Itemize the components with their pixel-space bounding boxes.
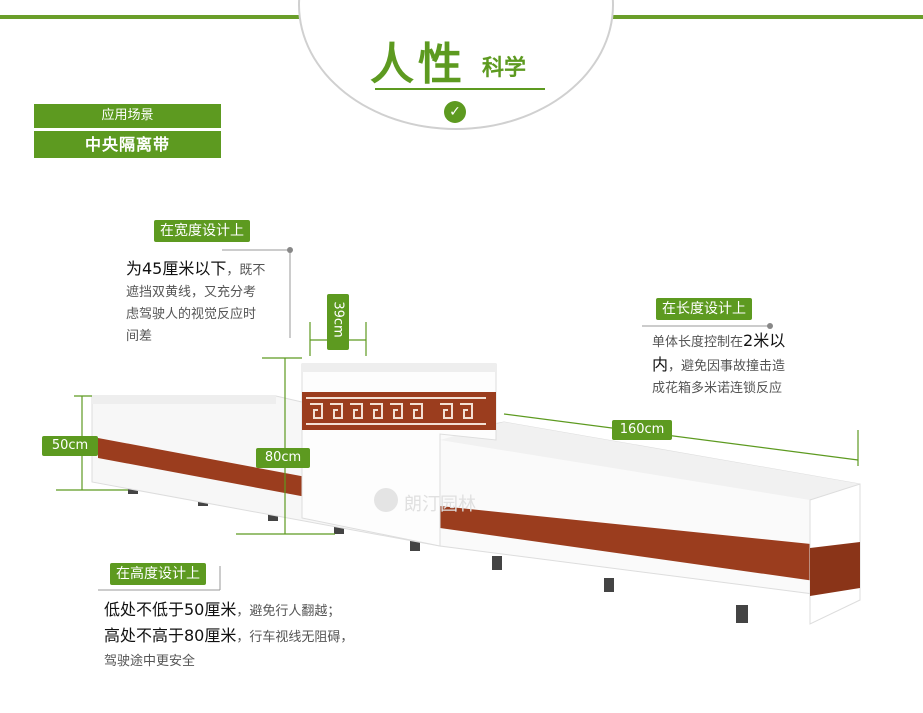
height-design-line3: 驾驶途中更安全 xyxy=(104,654,196,669)
height-design-line1-rest: ，避免行人翻越； xyxy=(236,604,341,619)
scene-value: 中央隔离带 xyxy=(34,131,221,158)
height-design-description: 低处不低于50厘米，避免行人翻越； 高处不高于80厘米，行车视线无阻碍， 驾驶途… xyxy=(104,598,404,674)
dimension-high-height: 80cm xyxy=(256,448,310,468)
dimension-width-label: 39cm xyxy=(330,301,346,338)
length-design-line1-a: 单体长度控制在 xyxy=(652,335,744,350)
width-design-tag: 在宽度设计上 xyxy=(154,220,250,242)
scene-label: 应用场景 xyxy=(34,104,221,128)
width-design-line2: 遮挡双黄线，又充分考 xyxy=(126,285,257,300)
height-design-line1-em: 低处不低于50厘米 xyxy=(104,600,237,619)
length-design-description: 单体长度控制在2米以 内，避免因事故撞击造 成花箱多米诺连锁反应 xyxy=(652,330,832,400)
height-design-line2-em: 高处不高于80厘米 xyxy=(104,626,237,645)
width-design-line4: 间差 xyxy=(126,329,153,344)
width-design-description: 为45厘米以下，既不 遮挡双黄线，又充分考 虑驾驶人的视觉反应时 间差 xyxy=(126,258,296,348)
title-main: 人性 xyxy=(370,39,466,90)
height-design-line2-rest: ，行车视线无阻碍， xyxy=(236,630,354,645)
title-underline xyxy=(375,88,545,90)
watermark-text: 朗汀园林 xyxy=(404,494,476,515)
height-design-tag: 在高度设计上 xyxy=(110,563,206,585)
width-design-line1-rest: ，既不 xyxy=(226,263,266,278)
length-design-line3: 成花箱多米诺连锁反应 xyxy=(652,381,783,396)
width-design-line1-em: 为45厘米以下 xyxy=(126,259,227,278)
length-design-tag: 在长度设计上 xyxy=(656,298,752,320)
page-title: 人性 科学 xyxy=(350,28,580,90)
dimension-low-height: 50cm xyxy=(42,436,98,456)
title-sub: 科学 xyxy=(482,56,527,81)
length-design-line1-em: 2米以 xyxy=(743,331,786,350)
watermark-logo-icon xyxy=(374,488,398,512)
length-design-line2-em: 内 xyxy=(652,355,669,374)
length-design-line2-rest: ，避免因事故撞击造 xyxy=(668,359,786,374)
check-circle-icon: ✓ xyxy=(444,101,466,123)
dimension-length: 160cm xyxy=(612,420,672,440)
dimension-width: 39cm xyxy=(327,294,349,350)
width-design-line3: 虑驾驶人的视觉反应时 xyxy=(126,307,257,322)
